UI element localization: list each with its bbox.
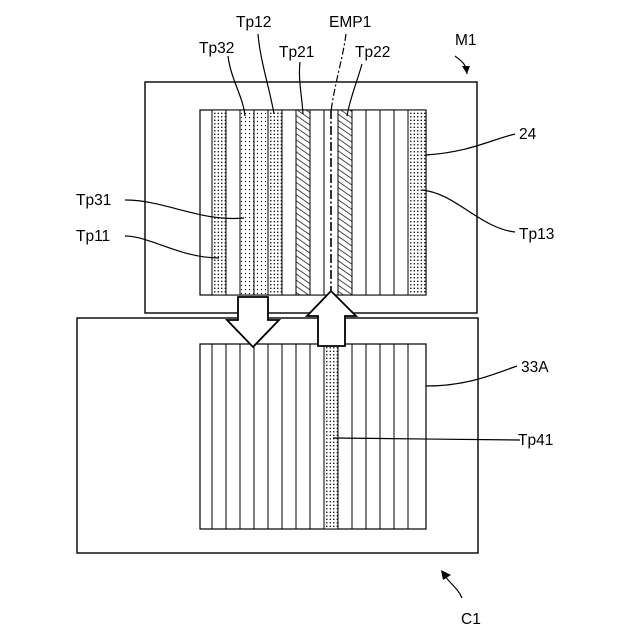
label-tp21: Tp21	[279, 44, 314, 61]
label-tp12: Tp12	[236, 14, 271, 31]
c1-pointer-icon	[441, 570, 462, 598]
stripe-tp22	[338, 110, 352, 295]
label-c1: C1	[461, 611, 481, 628]
stripe-tp31	[240, 110, 254, 295]
stripe-tp11	[212, 110, 226, 295]
label-24: 24	[519, 126, 537, 143]
label-tp41: Tp41	[518, 432, 553, 449]
stripe-tp12	[268, 110, 282, 295]
label-tp31: Tp31	[76, 192, 111, 209]
stripe-tp21	[296, 110, 310, 295]
stripe-tp13	[408, 110, 426, 295]
label-tp13: Tp13	[519, 226, 554, 243]
stripe-array-24	[200, 110, 426, 295]
label-emp1: EMP1	[329, 14, 371, 31]
stripe-array-33a	[200, 344, 426, 529]
label-tp32: Tp32	[199, 40, 234, 57]
stripe-tp41	[324, 344, 338, 529]
label-tp11: Tp11	[76, 228, 110, 245]
label-tp22: Tp22	[355, 44, 390, 61]
m1-pointer-icon	[455, 56, 470, 74]
label-m1: M1	[455, 32, 477, 49]
stripe-tp32	[254, 110, 268, 295]
label-33a: 33A	[521, 359, 549, 376]
